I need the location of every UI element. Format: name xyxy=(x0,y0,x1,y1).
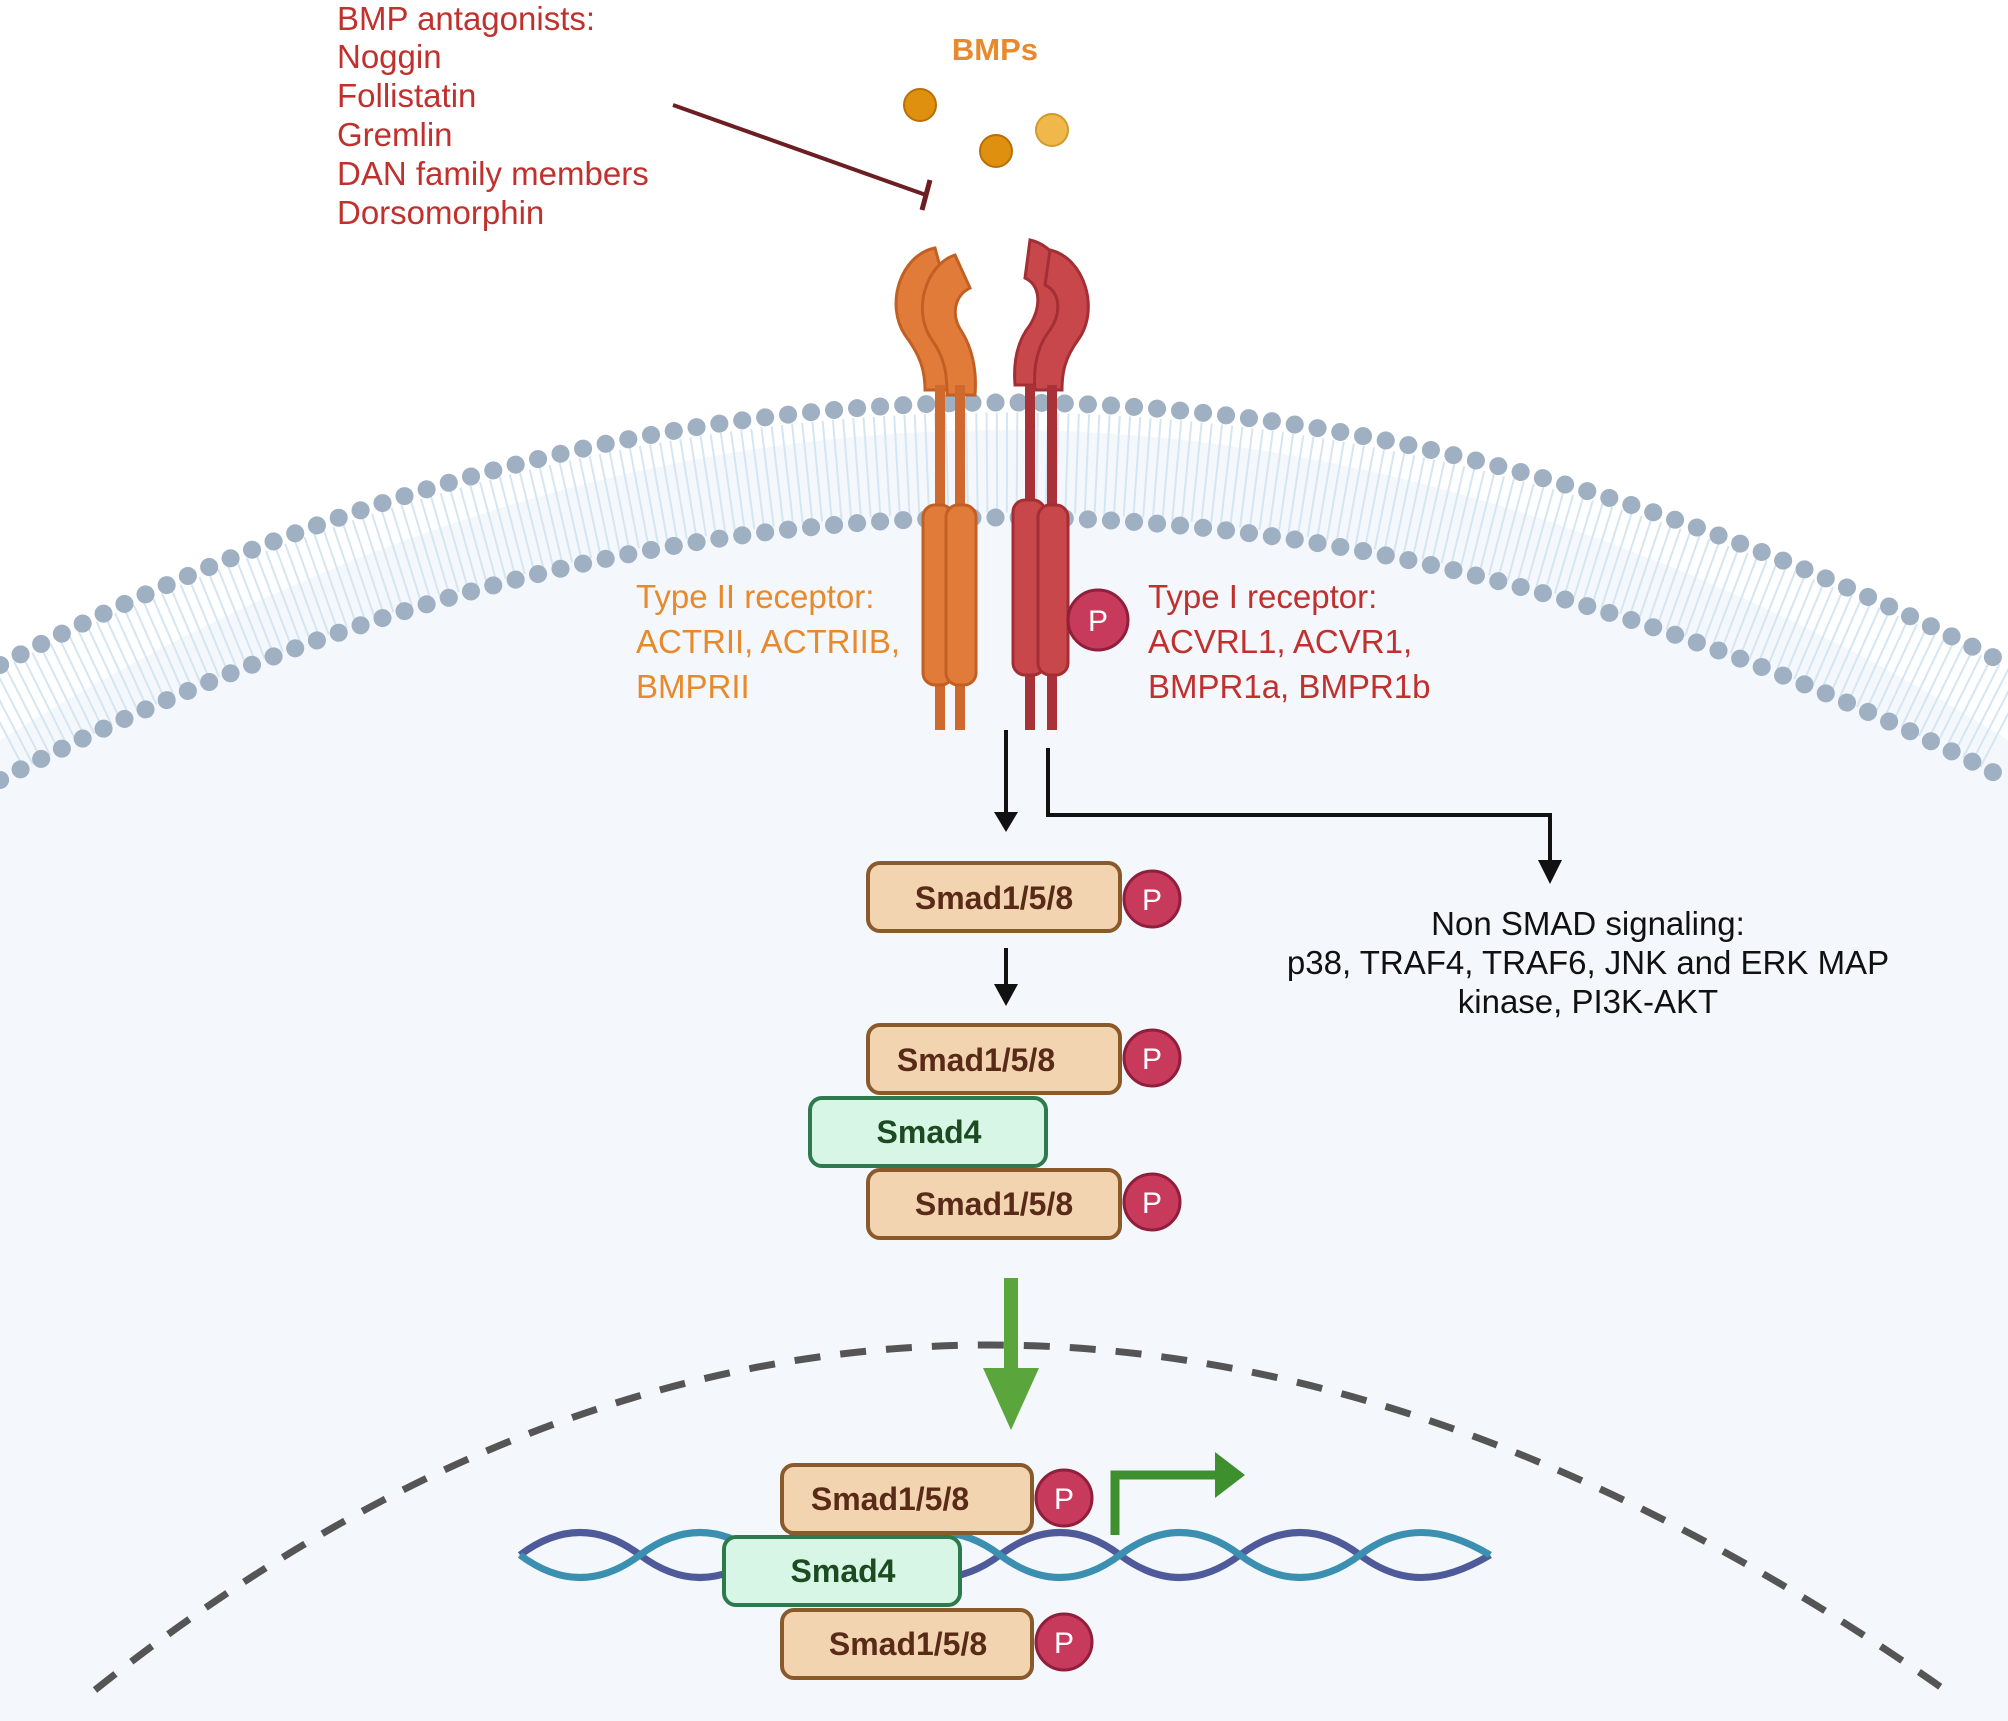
smad-phospho: P xyxy=(1034,1612,1094,1672)
type1-label-line: Type I receptor: xyxy=(1148,578,1377,615)
type2-label-line: BMPRII xyxy=(636,668,750,705)
svg-text:P: P xyxy=(1142,1043,1162,1076)
antagonist-item: DAN family members xyxy=(337,155,649,192)
membrane-inner-leaflet xyxy=(0,508,2008,789)
smad158-box: Smad1/5/8 xyxy=(780,1463,1034,1535)
antagonists-title: BMP antagonists: xyxy=(337,0,595,37)
antagonist-item: Follistatin xyxy=(337,77,476,114)
type2-label-line: ACTRII, ACTRIIB, xyxy=(636,623,900,660)
arrow-non-smad xyxy=(1046,748,1552,865)
bmp-ligand xyxy=(979,134,1013,168)
svg-text:P: P xyxy=(1054,1483,1074,1516)
smad-phospho: P xyxy=(1122,1172,1182,1232)
svg-text:Smad1/5/8: Smad1/5/8 xyxy=(829,1626,987,1662)
membrane-tails xyxy=(0,412,2008,770)
arrow-head xyxy=(994,812,1018,832)
nuclear-translocation-arrow-head xyxy=(983,1368,1039,1430)
smad158-box: Smad1/5/8 xyxy=(780,1608,1034,1680)
type2-label-line: Type II receptor: xyxy=(636,578,874,615)
nuclear-translocation-arrow-shaft xyxy=(1004,1278,1018,1373)
arrow-head xyxy=(994,984,1018,1006)
nuclear-envelope xyxy=(92,1341,1948,1693)
antagonist-item: Noggin xyxy=(337,38,442,75)
svg-text:P: P xyxy=(1142,884,1162,917)
arrow-head xyxy=(1215,1452,1245,1498)
smad4-box: Smad4 xyxy=(808,1096,1048,1168)
type1-label-line: BMPR1a, BMPR1b xyxy=(1148,668,1430,705)
inhibition-line xyxy=(672,103,927,197)
inhibition-bar xyxy=(919,179,933,211)
type1-label-line: ACVRL1, ACVR1, xyxy=(1148,623,1412,660)
svg-text:Smad1/5/8: Smad1/5/8 xyxy=(897,1042,1055,1078)
antagonist-item: Gremlin xyxy=(337,116,453,153)
bmp-ligand xyxy=(903,88,937,122)
smad158-box: Smad1/5/8 xyxy=(866,1168,1122,1240)
bmp-ligand xyxy=(1035,113,1069,147)
svg-text:Smad4: Smad4 xyxy=(877,1114,982,1150)
svg-text:Smad1/5/8: Smad1/5/8 xyxy=(915,880,1073,916)
smad-phospho: P xyxy=(1122,869,1182,929)
non-smad-label-line: p38, TRAF4, TRAF6, JNK and ERK MAP xyxy=(1287,944,1889,981)
svg-text:P: P xyxy=(1054,1627,1074,1660)
membrane-outer-leaflet xyxy=(0,393,2008,674)
type1-receptor xyxy=(1011,238,1090,730)
non-smad-label-line: kinase, PI3K-AKT xyxy=(1458,983,1718,1020)
svg-text:P: P xyxy=(1142,1187,1162,1220)
bmps-label: BMPs xyxy=(952,32,1038,67)
svg-text:P: P xyxy=(1088,605,1108,638)
smad158-box: Smad1/5/8 xyxy=(866,861,1122,933)
smad-phospho: P xyxy=(1034,1468,1094,1528)
smad-phospho: P xyxy=(1122,1028,1182,1088)
svg-text:Smad1/5/8: Smad1/5/8 xyxy=(915,1186,1073,1222)
receptor-phospho: P xyxy=(1066,588,1130,652)
transcription-start-arrow xyxy=(1110,1470,1215,1535)
non-smad-label-line: Non SMAD signaling: xyxy=(1431,905,1745,942)
dna-helix xyxy=(517,1529,1492,1581)
type2-receptor xyxy=(894,246,978,730)
svg-text:Smad4: Smad4 xyxy=(791,1553,896,1589)
arrow-head xyxy=(1538,860,1562,884)
svg-text:Smad1/5/8: Smad1/5/8 xyxy=(811,1481,969,1517)
smad158-box: Smad1/5/8 xyxy=(866,1023,1122,1095)
smad4-box: Smad4 xyxy=(722,1535,962,1607)
antagonist-item: Dorsomorphin xyxy=(337,194,544,231)
